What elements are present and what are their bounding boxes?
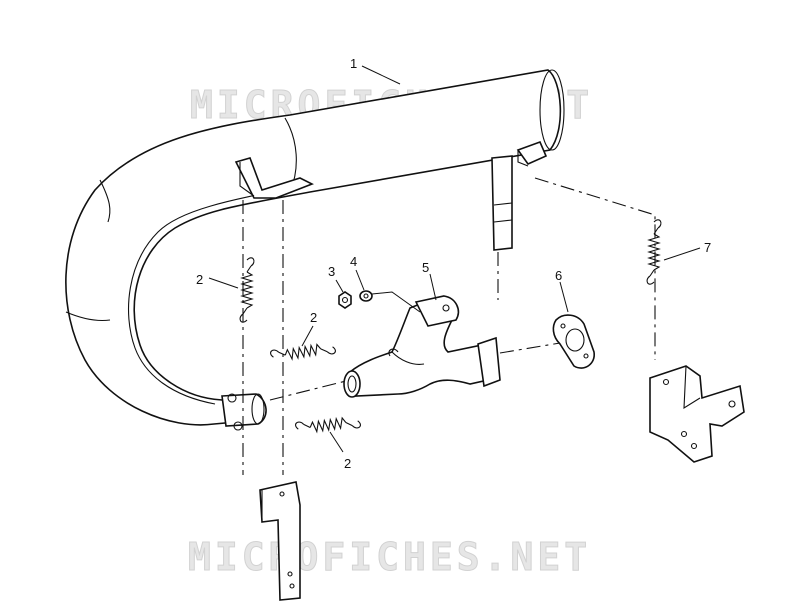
callout-part-4: 4 [350,254,357,269]
spring-2b [270,343,336,361]
alignment-lines [242,177,656,475]
callout-part-7: 7 [704,240,711,255]
callout-part-2a: 2 [196,272,203,287]
exhaust-manifold [343,295,501,398]
watermark-bottom: MICROFICHES.NET [188,535,591,579]
spring-2a [239,257,255,323]
callout-part-6: 6 [555,268,562,283]
callout-part-2b: 2 [310,310,317,325]
frame-bracket-right [649,365,745,463]
spring-7 [646,219,662,285]
muffler [65,69,565,431]
washer [359,290,373,302]
callout-part-1: 1 [350,56,357,71]
nut [338,291,352,309]
callout-part-3: 3 [328,264,335,279]
leader-lines [208,65,701,453]
spring-2c [295,416,361,434]
callout-part-5: 5 [422,260,429,275]
frame-bracket-left [259,481,301,601]
gasket [552,314,595,369]
callout-part-2c: 2 [344,456,351,471]
